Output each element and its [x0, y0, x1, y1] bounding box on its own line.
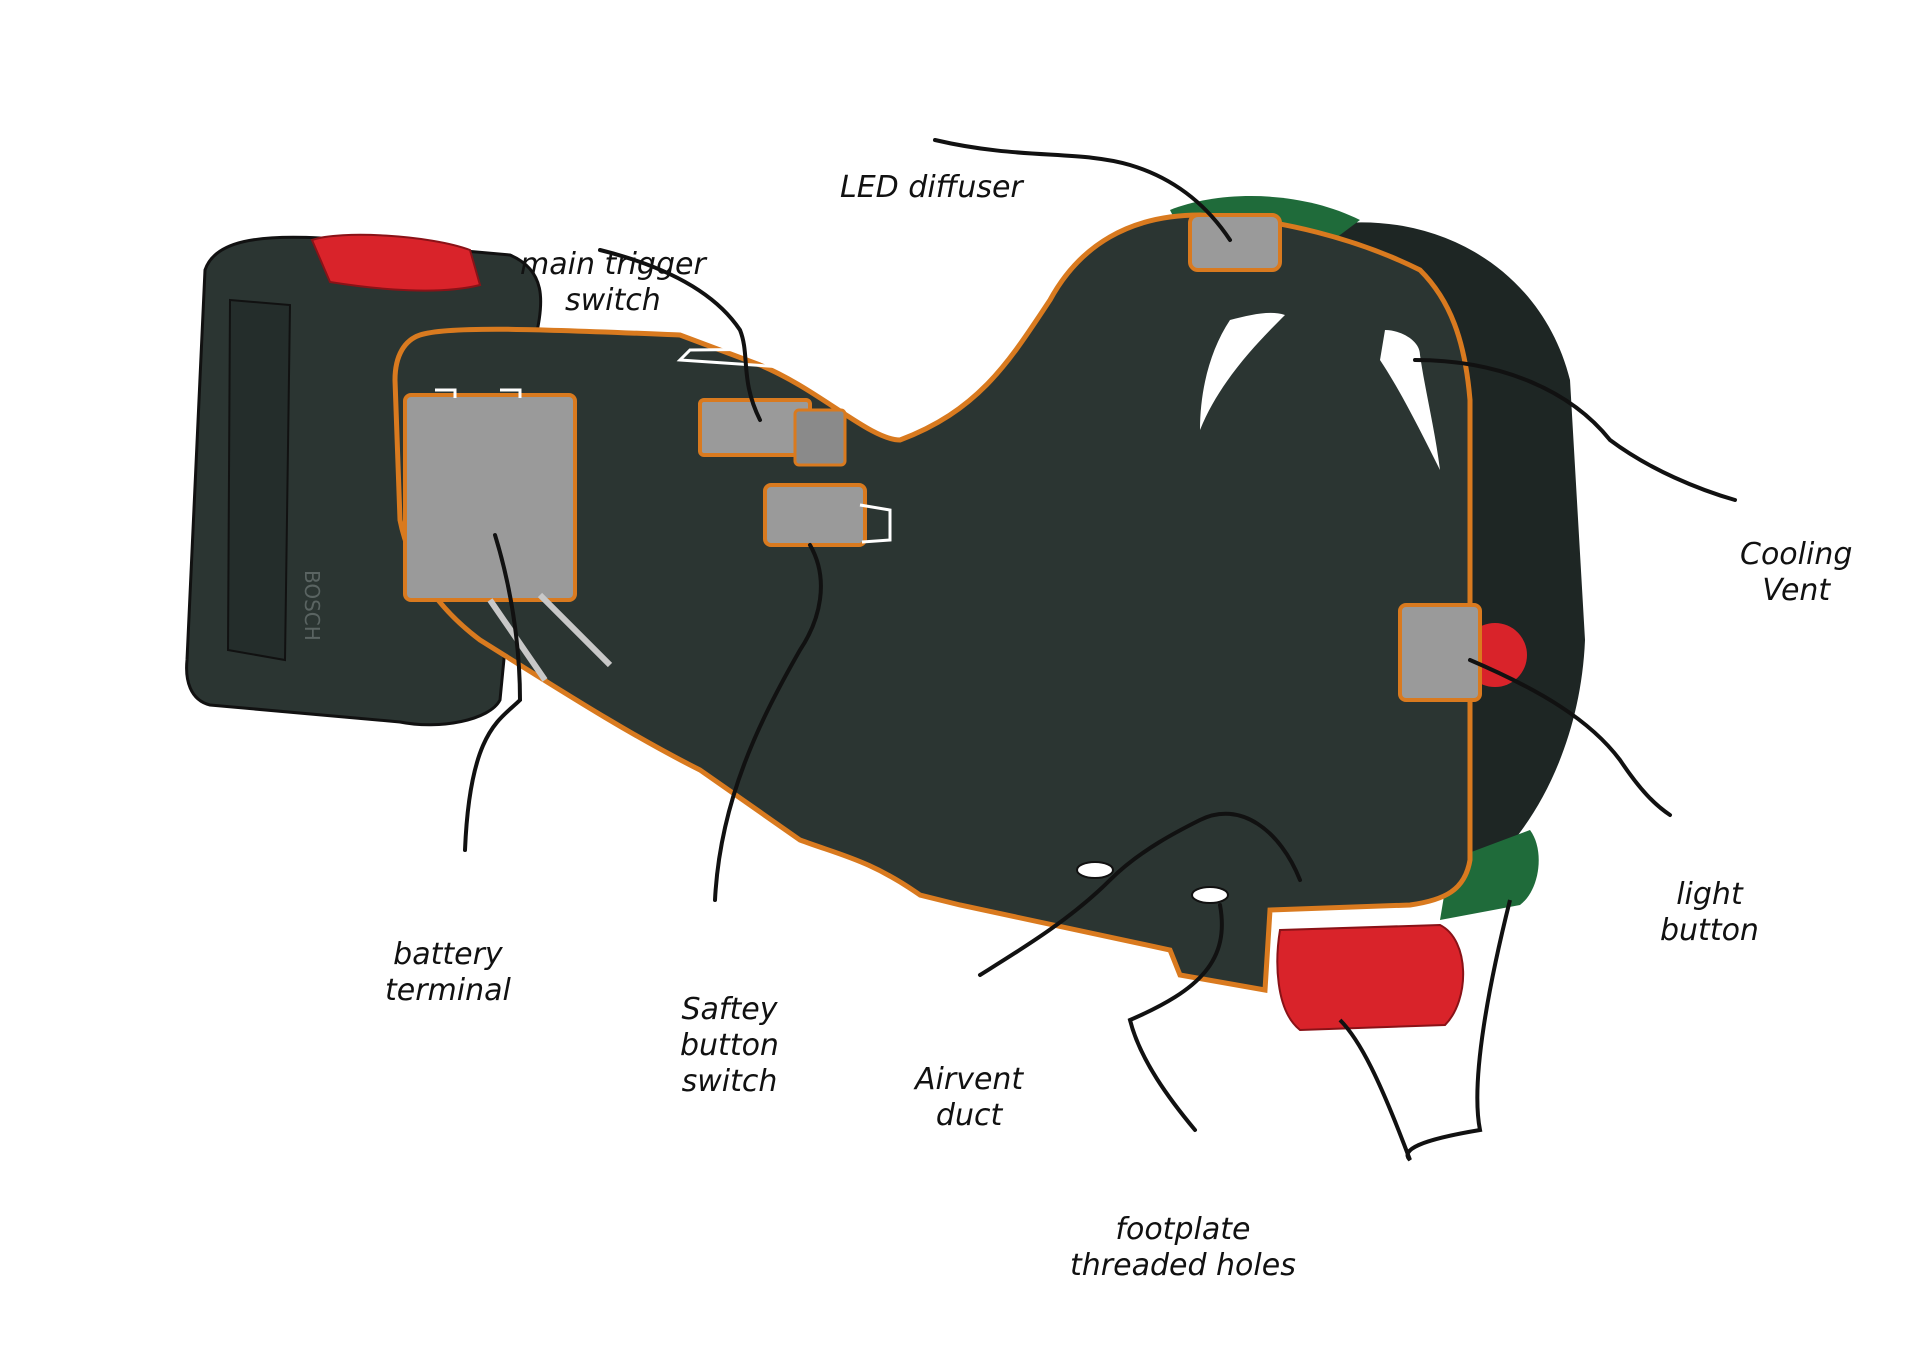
- leader-cooling-vent: [1413, 358, 1737, 502]
- label-airvent-duct: Airvent duct: [915, 990, 1023, 1206]
- label-light-button: light button: [1660, 805, 1759, 1021]
- leader-main-trigger: [598, 248, 762, 422]
- cooling-vent-text: Cooling Vent: [1740, 537, 1853, 608]
- leader-lines: [463, 138, 1737, 1132]
- battery-side-panel: [226, 298, 292, 662]
- leader-led-diffuser: [933, 138, 1232, 242]
- battery-terminal-text: battery terminal: [385, 937, 511, 1008]
- safety-button-switch-text: Saftey button switch: [680, 992, 779, 1099]
- battery-release-button: [310, 233, 482, 292]
- label-footplate-threaded-holes: footplate threaded holes: [1070, 1140, 1296, 1356]
- cooling-vent-left: [1200, 312, 1285, 430]
- leader-footplate-holes: [1127, 903, 1224, 1132]
- safety-button-switch-component: [763, 483, 867, 547]
- main-trigger-switch-text: main trigger switch: [520, 247, 706, 318]
- leader-safety-switch: [713, 543, 823, 902]
- light-button-text: light button: [1660, 877, 1759, 948]
- nose-cable: [1338, 899, 1512, 1162]
- nose-red-piece: [1276, 923, 1465, 1032]
- main-trigger-switch-side: [793, 408, 847, 467]
- footplate-threaded-holes-text: footplate threaded holes: [1070, 1212, 1296, 1283]
- bottom-green-cap: [1440, 830, 1539, 920]
- footplate-hole-1: [1076, 861, 1114, 879]
- battery-terminal-component: [403, 393, 577, 602]
- cooling-vent-right: [1380, 330, 1440, 470]
- label-led-diffuser: LED diffuser: [840, 98, 1023, 278]
- trigger-frame: [676, 345, 903, 377]
- label-battery-terminal: battery terminal: [385, 865, 511, 1081]
- leader-airvent-duct: [978, 811, 1302, 977]
- led-diffuser-component: [1188, 213, 1282, 272]
- footplate-hole-2: [1191, 886, 1229, 904]
- battery-terminal-tabs: [435, 388, 522, 398]
- label-safety-button-switch: Saftey button switch: [680, 920, 779, 1172]
- led-diffuser-text: LED diffuser: [840, 170, 1023, 205]
- label-main-trigger-switch: main trigger switch: [520, 175, 706, 391]
- leader-battery-terminal: [463, 533, 523, 852]
- safety-switch-wire: [859, 503, 892, 544]
- label-cooling-vent: Cooling Vent: [1740, 465, 1852, 681]
- light-button-component: [1398, 603, 1482, 702]
- airvent-duct-text: Airvent duct: [915, 1062, 1024, 1133]
- brand-logo: BOSCH: [300, 570, 324, 641]
- leader-light-button: [1468, 658, 1672, 817]
